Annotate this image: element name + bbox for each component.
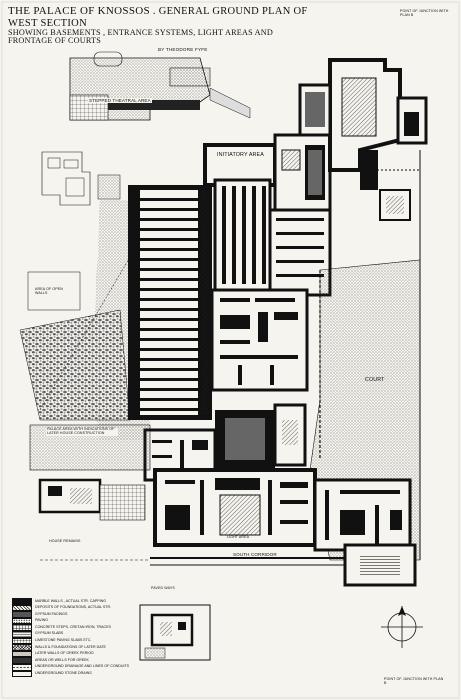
legend-label: CONCRETE STEPS, CRETAN IRON, TRACES xyxy=(35,624,111,629)
label-initiatory-area: INITIATORY AREA xyxy=(216,152,265,159)
label-palace-area: PALACE AREA WITH INDICATIONS OF LATER HO… xyxy=(46,427,118,436)
legend-swatch xyxy=(12,624,32,631)
legend-row: CONCRETE STEPS, CRETAN IRON, TRACES xyxy=(12,624,132,631)
legend-swatch xyxy=(12,630,32,638)
legend-label: UNDERGROUND STONE DRAINS xyxy=(35,671,92,676)
legend-row: LATER WALLS OF GREEK PERIOD xyxy=(12,650,132,658)
label-light-area: LIGHT AREA xyxy=(226,535,251,540)
legend-row: DEPOSITS OF FOUNDATIONS, ACTUAL STR. xyxy=(12,604,132,612)
east-edge xyxy=(345,150,421,560)
legend-label: LIMESTONE PAVING SLABS ETC. xyxy=(35,638,92,643)
legend-label: UNDERGROUND DRAINAGE AND LINES OF CONDUI… xyxy=(35,664,130,669)
west-magazines xyxy=(128,185,212,420)
central-blocks xyxy=(203,133,332,470)
title-line-2: SHOWING BASEMENTS , ENTRANCE SYSTEMS, LI… xyxy=(8,27,273,46)
legend-label: AREAS OR WELLS FOR GREEK xyxy=(35,657,89,662)
legend-label: GYPSUM FACINGS xyxy=(35,611,68,616)
legend-swatch xyxy=(12,650,32,658)
south-wing xyxy=(143,428,417,587)
legend-swatch xyxy=(12,637,32,645)
legend-label: GYPSUM SLABS xyxy=(35,631,64,636)
plan-title: THE PALACE OF KNOSSOS . GENERAL GROUND P… xyxy=(8,5,308,53)
south-house-insert xyxy=(139,604,211,661)
legend-swatch xyxy=(12,644,32,651)
label-junction-bottom: POINT OF JUNCTION WITH PLAN B xyxy=(384,677,444,685)
label-south-corridor: SOUTH CORRIDOR xyxy=(232,552,278,558)
legend-label: WALLS & FOUNDATIONS OF LATER DATE xyxy=(35,644,106,649)
legend-row: WALLS & FOUNDATIONS OF LATER DATE xyxy=(12,644,132,651)
legend-swatch xyxy=(12,657,32,664)
label-house-remains: HOUSE REMAINS xyxy=(48,539,82,544)
legend-row: PAVING xyxy=(12,617,132,625)
legend-swatch xyxy=(12,611,32,618)
legend-label: LATER WALLS OF GREEK PERIOD xyxy=(35,651,94,656)
legend-swatch xyxy=(12,617,32,625)
legend-label: MARBLE WALLS , ACTUAL STR. CAPPING xyxy=(35,598,107,603)
legend-label: DEPOSITS OF FOUNDATIONS, ACTUAL STR. xyxy=(35,605,112,610)
label-theatral-area: STEPPED THEATRAL AREA xyxy=(88,98,152,104)
label-court: COURT xyxy=(365,377,385,383)
title-main: THE PALACE OF KNOSSOS xyxy=(8,5,150,17)
legend-swatch xyxy=(12,604,32,612)
north-arrow-icon xyxy=(381,606,423,648)
label-area-open-walls: AREA OF OPEN WALLS xyxy=(34,287,76,296)
legend-row: MARBLE WALLS , ACTUAL STR. CAPPING xyxy=(12,598,132,605)
legend-row: UNDERGROUND STONE DRAINS xyxy=(12,670,132,678)
legend-swatch xyxy=(12,598,32,605)
stepped-theatral-area xyxy=(69,51,251,121)
west-houses xyxy=(41,151,121,206)
label-paved-ways: PAVED WAYS xyxy=(150,586,176,591)
legend-row: GYPSUM SLABS xyxy=(12,630,132,638)
title-sub: . GENERAL GROUND PLAN OF WEST SECTION xyxy=(8,6,308,29)
label-junction-top: POINT OF JUNCTION WITH PLAN B xyxy=(400,9,449,17)
legend-label: PAVING xyxy=(35,618,49,623)
legend-row: UNDERGROUND DRAINAGE AND LINES OF CONDUI… xyxy=(12,663,132,671)
south-west-palace-area xyxy=(29,424,151,561)
legend-row: GYPSUM FACINGS xyxy=(12,611,132,618)
title-line-1: THE PALACE OF KNOSSOS . GENERAL GROUND P… xyxy=(8,5,308,29)
legend-swatch xyxy=(12,670,32,678)
legend-row: LIMESTONE PAVING SLABS ETC. xyxy=(12,637,132,645)
legend: MARBLE WALLS , ACTUAL STR. CAPPING DEPOS… xyxy=(12,598,132,678)
legend-swatch xyxy=(12,663,32,671)
north-east-wing xyxy=(298,58,428,190)
legend-row: AREAS OR WELLS FOR GREEK xyxy=(12,657,132,664)
title-credit: BY THEODORE FYFE xyxy=(158,46,208,52)
